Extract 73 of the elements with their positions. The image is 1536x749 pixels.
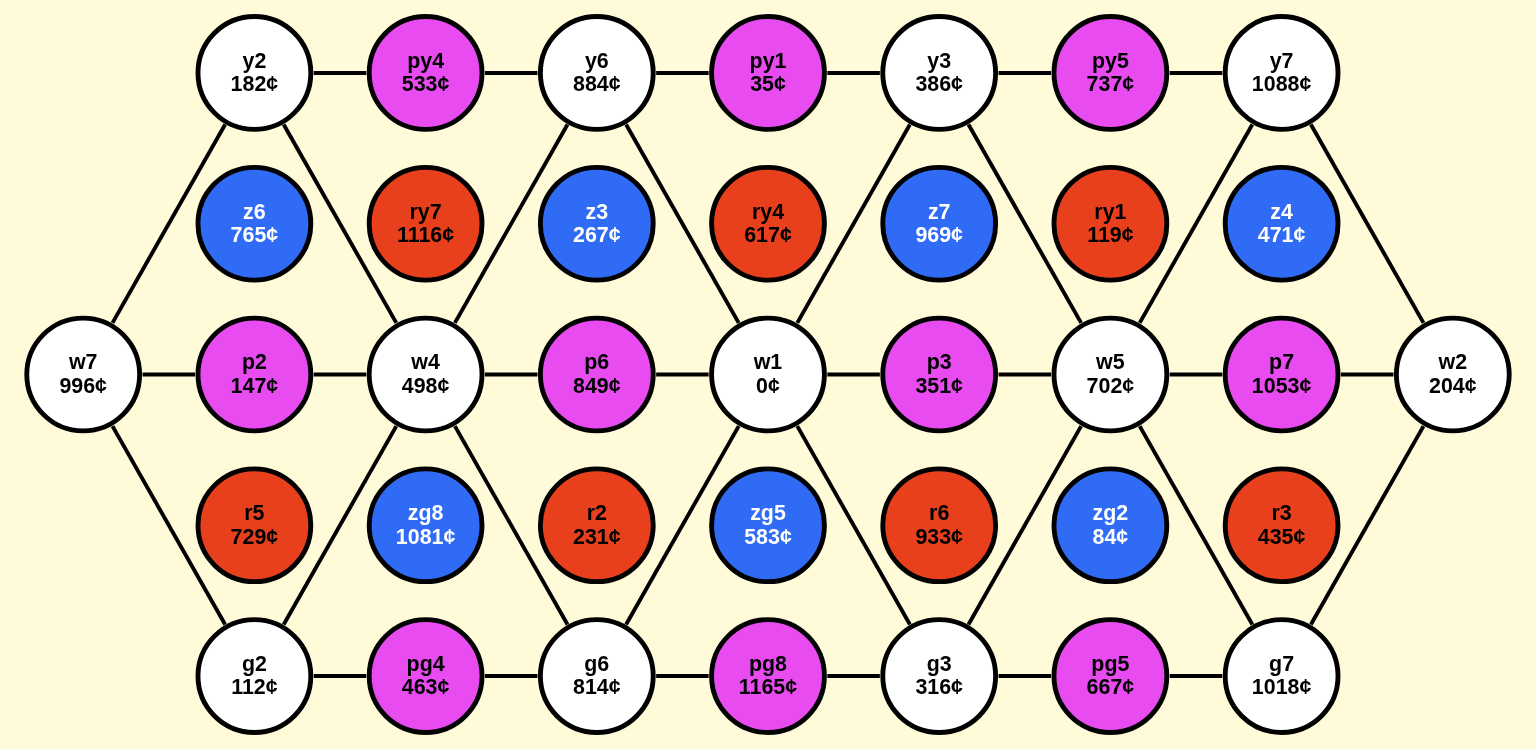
node-circle: py1 35¢	[709, 14, 827, 132]
connector	[795, 425, 912, 626]
node-circle: y7 1088¢	[1222, 14, 1341, 132]
connector	[966, 123, 1083, 324]
connector	[142, 372, 196, 377]
connector	[998, 674, 1052, 678]
node-circle: r2 231¢	[537, 466, 656, 585]
node-circle: py5 737¢	[1051, 14, 1170, 132]
connector	[827, 372, 880, 377]
connector	[282, 425, 398, 626]
node-circle: p3 351¢	[880, 315, 999, 434]
node-circle: pg8 1165¢	[709, 617, 827, 735]
node-circle: w1 0¢	[709, 315, 827, 434]
node-circle: w2 204¢	[1393, 315, 1512, 434]
connector	[624, 123, 741, 324]
connector	[624, 425, 741, 626]
connector	[966, 425, 1083, 626]
node-circle: y6 884¢	[537, 14, 656, 132]
node-circle: p6 849¢	[537, 315, 656, 434]
node-circle: zg5 583¢	[709, 466, 827, 585]
node-circle: py4 533¢	[366, 14, 485, 132]
connector	[484, 674, 538, 678]
node-circle: z4 471¢	[1222, 164, 1341, 283]
connector	[484, 372, 538, 377]
node-circle: y2 182¢	[195, 14, 314, 132]
node-circle: ry4 617¢	[709, 164, 827, 283]
connector	[313, 372, 367, 377]
connector	[1169, 674, 1223, 678]
connector	[1138, 123, 1254, 324]
connector	[1138, 425, 1254, 626]
connector	[656, 71, 709, 75]
node-circle: ry1 119¢	[1051, 164, 1170, 283]
connector	[1309, 123, 1426, 324]
connector	[453, 425, 570, 626]
connector	[827, 71, 880, 75]
connector	[313, 674, 367, 678]
node-circle: w5 702¢	[1051, 315, 1170, 434]
node-circle: z7 969¢	[880, 164, 999, 283]
node-circle: r6 933¢	[880, 466, 999, 585]
node-circle: pg5 667¢	[1051, 617, 1170, 735]
node-circle: z3 267¢	[537, 164, 656, 283]
node-circle: p2 147¢	[195, 315, 314, 434]
connector	[282, 123, 398, 324]
node-circle: g2 112¢	[195, 617, 314, 735]
node-circle: pg4 463¢	[366, 617, 485, 735]
node-circle: z6 765¢	[195, 164, 314, 283]
node-circle: zg2 84¢	[1051, 466, 1170, 585]
connector	[110, 425, 227, 626]
connector	[998, 71, 1052, 75]
connector	[1169, 372, 1223, 377]
node-circle: g6 814¢	[537, 617, 656, 735]
connector	[110, 123, 227, 324]
connector	[453, 123, 570, 324]
connector	[1169, 71, 1223, 75]
connector	[998, 372, 1052, 377]
node-circle: y3 386¢	[880, 14, 999, 132]
connector	[656, 372, 709, 377]
node-circle: r3 435¢	[1222, 466, 1341, 585]
node-circle: g3 316¢	[880, 617, 999, 735]
node-circle: p7 1053¢	[1222, 315, 1341, 434]
node-circle: w7 996¢	[24, 315, 143, 434]
connector	[1340, 372, 1394, 377]
connector	[827, 674, 880, 678]
node-circle: w4 498¢	[366, 315, 485, 434]
node-circle: r5 729¢	[195, 466, 314, 585]
connector	[656, 674, 709, 678]
node-circle: ry7 1116¢	[366, 164, 485, 283]
node-circle: g7 1018¢	[1222, 617, 1341, 735]
node-circle: zg8 1081¢	[366, 466, 485, 585]
connector	[484, 71, 538, 75]
connector	[1309, 425, 1426, 626]
connector	[313, 71, 367, 75]
connector	[795, 123, 912, 324]
